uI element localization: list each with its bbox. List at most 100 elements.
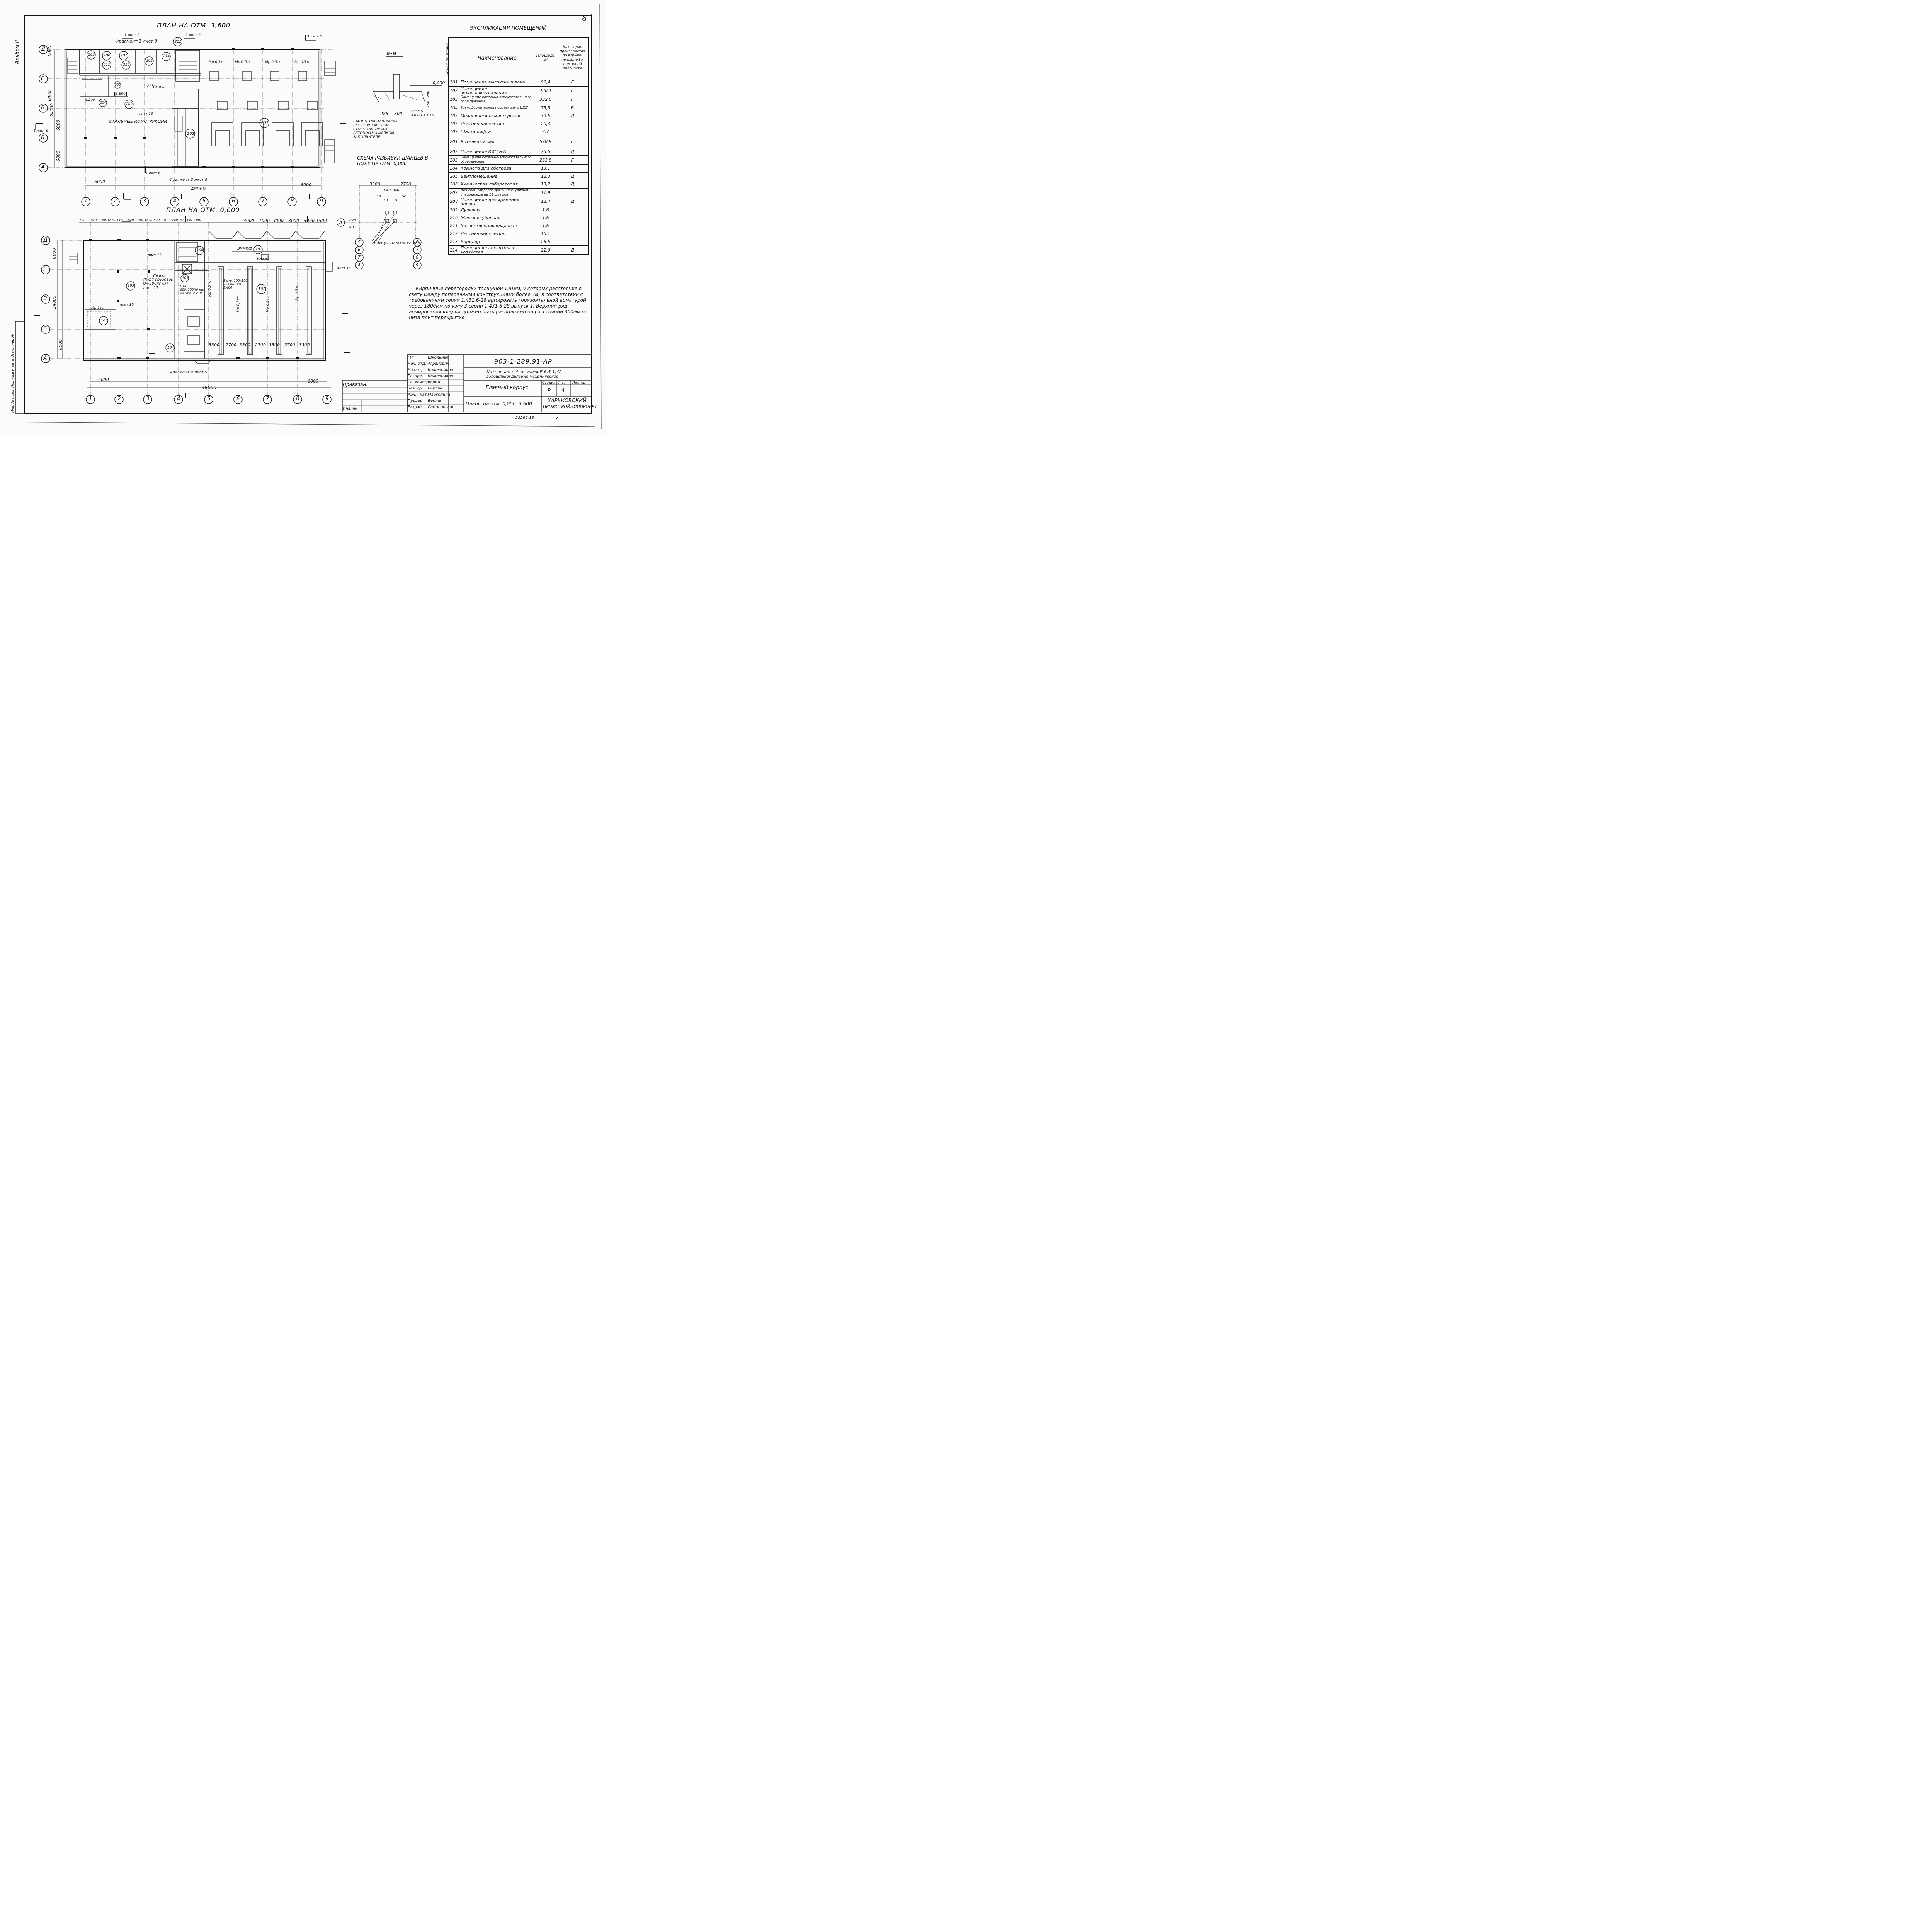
explication-cell-name: Помещение для хранения кислот <box>459 197 535 206</box>
dim-text: 6000 <box>56 120 61 131</box>
explication-cell-name: Помещение котельно-вспомогательного обор… <box>459 95 535 104</box>
inv-label: Инв. № <box>343 406 357 411</box>
org-line1: ХАРЬКОВСКИЙ <box>548 398 587 404</box>
role-name: Зорин <box>428 380 440 384</box>
explication-cell-num: 212 <box>448 230 459 238</box>
album-label: Альбом II <box>15 40 20 64</box>
dim-text: 1820 <box>145 218 153 222</box>
explication-cell-cat: Д <box>556 180 589 189</box>
shancy-dim: 820 <box>349 219 356 223</box>
explication-cell-num: 106 <box>448 119 459 128</box>
explication-cell-num: 204 <box>448 164 459 173</box>
privyazan-label: Привязан: <box>343 382 368 387</box>
room-number: 212 <box>175 40 182 44</box>
upper-plan-title: ПЛАН НА ОТМ. 3,600 <box>157 22 231 29</box>
explication-cell-name: Комната для обогрева <box>459 164 535 173</box>
shancy-dim: 3300 <box>369 182 380 187</box>
room-number: 209 <box>115 83 121 87</box>
lower-plan-title: ПЛАН НА ОТМ. 0,000 <box>166 206 240 214</box>
dim-text: 1820 <box>107 218 116 222</box>
axis-row-label: Б <box>43 326 47 332</box>
header-num: Номер по плану <box>446 37 459 78</box>
fragment-label: Фрагмент 4 лист 9 <box>169 370 207 374</box>
sheets-label: Листов <box>572 381 585 385</box>
explication-cell-area: 13,7 <box>534 180 557 189</box>
dim-text: 1180 <box>98 218 106 222</box>
explication-cell-name: Вентпомещение <box>459 172 535 180</box>
page-num-bottom: 7 <box>556 415 559 420</box>
explication-cell-num: 102 <box>448 86 459 95</box>
title-block: 903-1-289.91-АР Котельная с 4 котлами Е-… <box>341 355 597 412</box>
explication-cell-area: 75,5 <box>534 104 557 112</box>
explication-cell-area: 1,6 <box>534 206 557 214</box>
org-line2: ПРОМСТРОЙНИИПРОЕКТ <box>543 404 597 409</box>
explication-cell-area: 22,9 <box>534 245 557 255</box>
shancy-note: ШАНЦЫ 100х100х200(h) <box>372 241 422 245</box>
explication-cell-name: Трансформаторная подстанция и ЩСУ <box>459 104 535 112</box>
explication-cell-num: 210 <box>448 214 459 222</box>
role-label: Гл. констр. <box>408 380 430 384</box>
mp-label: Мр 1тс <box>91 306 104 310</box>
mp-label: Мр 0,5тс <box>265 60 281 64</box>
explication-cell-cat: Г <box>556 155 589 165</box>
sheet-ref: лист 14 <box>337 267 351 270</box>
shancy-dim: 840 <box>384 189 391 192</box>
dim-text: 1180 <box>117 218 125 222</box>
dim-text: 1240 <box>170 218 178 222</box>
explication-cell-area: 13,1 <box>534 164 557 173</box>
dim-text: 2700 <box>226 342 236 347</box>
shancy-dim: 50 <box>394 199 399 202</box>
explication-cell-area: 12,4 <box>534 197 557 206</box>
dim-text: 1500 <box>316 218 327 223</box>
room-number: 207 <box>121 54 128 58</box>
room-number: 205 <box>146 59 153 63</box>
lower-plan <box>34 216 350 398</box>
fragment-label: Фрагмент 1 лист 8 <box>115 39 157 44</box>
room-number: 214 <box>163 54 170 58</box>
dim-text: 6000 <box>308 379 318 384</box>
cut-mark-label: 3 лист 6 <box>307 35 322 39</box>
shancy-dim: 50 <box>383 199 388 202</box>
explication-cell-num: 209 <box>448 206 459 214</box>
doc-code-bottom: 25266-13 <box>515 416 534 420</box>
dim-text: 520 <box>154 218 160 222</box>
dim-text: 3000 <box>273 218 284 223</box>
shancy-title: СХЕМА РАЗБИВКИ ШАНЦЕВ В ПОЛУ НА ОТМ. 0,0… <box>357 155 428 166</box>
axis-col-label: 8 <box>296 396 299 402</box>
dim-text: 24000 <box>52 296 57 309</box>
dim-text: 1180 <box>135 218 143 222</box>
role-label: Арх. I кат. <box>408 393 428 397</box>
axis-col-label: 8 <box>291 198 294 204</box>
elevation-mark: 4,200 <box>85 98 95 102</box>
mp-label: Мр 0,5тс <box>266 296 270 312</box>
dim-text: 6000 <box>47 90 52 101</box>
explication-cell-num: 213 <box>448 237 459 246</box>
role-label: Зав. гр. <box>408 386 423 391</box>
axis-col-label: 1 <box>89 396 92 402</box>
explication-cell-cat <box>556 230 589 238</box>
sheet-value: 4 <box>561 388 565 394</box>
dim-text: 1820 <box>126 218 134 222</box>
explication-cell-name: Хозяйственная кладовая <box>459 221 535 230</box>
explication-cell-cat: Д <box>556 147 589 156</box>
dim-text: 2700 <box>284 342 295 347</box>
dim-text: 6000 <box>58 339 63 350</box>
explication-cell-num: 208 <box>448 197 459 206</box>
elevation-mark: 3,600 <box>114 92 127 96</box>
explication-cell-num: 205 <box>448 172 459 180</box>
drawing-sheet: 6 Альбом II Инв. № подл. Подпись и дата … <box>0 0 606 434</box>
explication-cell-name: Коридор <box>459 237 535 246</box>
explication-cell-cat: В <box>556 104 589 112</box>
stage-label: Стадия <box>542 381 556 385</box>
cut-mark-label: 1 лист 6 <box>124 33 139 37</box>
explication-cell-num: 203 <box>448 155 459 165</box>
role-name: Кожевников <box>428 374 453 378</box>
mp-label: Мр 0,5тс <box>236 296 240 312</box>
explication-cell-name: Помещение золошлакоудаления <box>459 86 535 95</box>
explication-cell-cat <box>556 164 589 173</box>
